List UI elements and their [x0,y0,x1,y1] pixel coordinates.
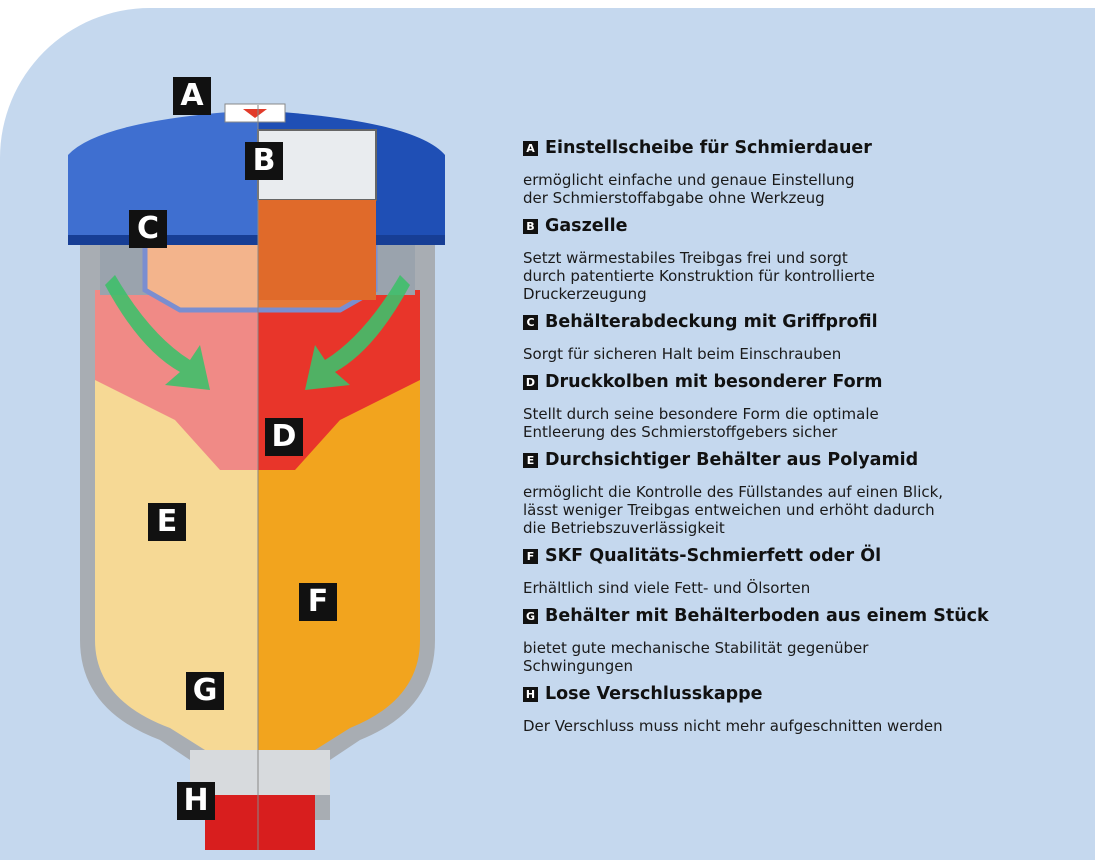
legend-line: ermöglicht einfache und genaue Einstellu… [523,171,1083,189]
legend-line: Sorgt für sicheren Halt beim Einschraube… [523,345,1083,363]
gas-cell-core [258,200,376,300]
legend-badge: A [523,141,538,156]
lubricator-cross-section-diagram [40,60,470,860]
legend-line: Schwingungen [523,657,1083,675]
legend-title: Gaszelle [545,215,628,238]
closure-cap [205,795,315,850]
legend-line: Druckerzeugung [523,285,1083,303]
legend-line: die Betriebszuverlässigkeit [523,519,1083,537]
legend-item-g: G Behälter mit Behälterboden aus einem St… [523,605,1083,675]
legend-item-b: B Gaszelle Setzt wärmestabiles Treibgas f… [523,215,1083,303]
cap-rim [68,235,445,245]
diagram-label-g: G [186,672,224,710]
legend-badge: H [523,687,538,702]
legend-title: Lose Verschlusskappe [545,683,763,706]
legend-item-f: F SKF Qualitäts-Schmierfett oder Öl Erhäl… [523,545,1083,597]
legend-item-h: H Lose Verschlusskappe Der Verschluss mus… [523,683,1083,735]
legend-badge: D [523,375,538,390]
legend-line: Erhältlich sind viele Fett- und Ölsorten [523,579,1083,597]
legend-line: ermöglicht die Kontrolle des Füllstandes… [523,483,1083,501]
legend-line: Der Verschluss muss nicht mehr aufgeschn… [523,717,1083,735]
legend-item-c: C Behälterabdeckung mit Griffprofil Sorgt… [523,311,1083,363]
diagram-label-c: C [129,210,167,248]
legend-title: Durchsichtiger Behälter aus Polyamid [545,449,918,472]
legend: A Einstellscheibe für Schmierdauer ermögl… [523,137,1083,743]
legend-line: bietet gute mechanische Stabilität gegen… [523,639,1083,657]
legend-title: Behälterabdeckung mit Griffprofil [545,311,878,334]
legend-line: durch patentierte Konstruktion für kontr… [523,267,1083,285]
legend-badge: E [523,453,538,468]
diagram-label-a: A [173,77,211,115]
legend-item-e: E Durchsichtiger Behälter aus Polyamid er… [523,449,1083,537]
legend-badge: G [523,609,538,624]
diagram-label-b: B [245,142,283,180]
legend-title: Einstellscheibe für Schmierdauer [545,137,872,160]
legend-title: Behälter mit Behälterboden aus einem Stü… [545,605,989,628]
legend-title: Druckkolben mit besonderer Form [545,371,883,394]
legend-item-a: A Einstellscheibe für Schmierdauer ermögl… [523,137,1083,207]
legend-badge: B [523,219,538,234]
diagram-label-h: H [177,782,215,820]
legend-line: Setzt wärmestabiles Treibgas frei und so… [523,249,1083,267]
diagram-label-f: F [299,583,337,621]
legend-line: lässt weniger Treibgas entweichen und er… [523,501,1083,519]
legend-item-d: D Druckkolben mit besonderer Form Stellt … [523,371,1083,441]
legend-badge: F [523,549,538,564]
legend-line: Stellt durch seine besondere Form die op… [523,405,1083,423]
legend-badge: C [523,315,538,330]
diagram-label-d: D [265,418,303,456]
legend-line: der Schmierstoffabgabe ohne Werkzeug [523,189,1083,207]
diagram-label-e: E [148,503,186,541]
legend-title: SKF Qualitäts-Schmierfett oder Öl [545,545,881,568]
legend-line: Entleerung des Schmierstoffgebers sicher [523,423,1083,441]
